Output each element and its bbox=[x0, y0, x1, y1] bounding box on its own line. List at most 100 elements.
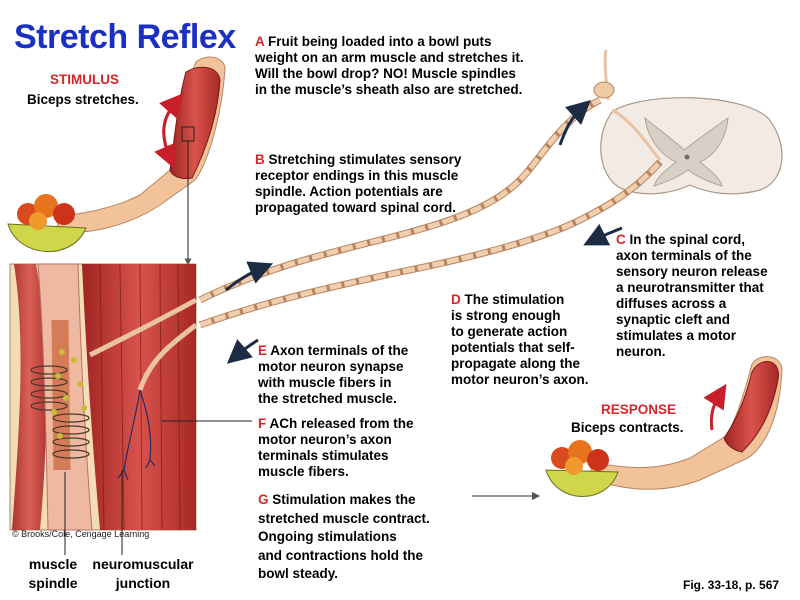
step-a-line: weight on an arm muscle and stretches it… bbox=[255, 50, 524, 66]
step-e-text: Axon terminals of the bbox=[270, 343, 409, 358]
sensory-neuron-axon bbox=[198, 96, 602, 304]
neuromuscular-junction bbox=[117, 389, 156, 481]
step-f-text: muscle fibers. bbox=[258, 464, 349, 479]
step-e-letter: E bbox=[258, 343, 268, 358]
step-b-line: propagated toward spinal cord. bbox=[255, 200, 461, 216]
stimulus-stretch-arrow-icon bbox=[154, 92, 184, 170]
step-c-text: synaptic cleft and bbox=[616, 312, 731, 327]
fruit-bowl-response bbox=[545, 440, 619, 497]
step-c: C In the spinal cord,axon terminals of t… bbox=[616, 232, 768, 360]
step-d-text: potentials that self- bbox=[451, 340, 575, 355]
step-f-letter: F bbox=[258, 416, 267, 431]
muscle-spindle-label-line1: muscle bbox=[28, 556, 78, 572]
step-c-text: a neurotransmitter that bbox=[616, 280, 764, 295]
fruit-bowl-stimulus bbox=[7, 194, 87, 252]
step-a-line: in the muscle’s sheath also are stretche… bbox=[255, 82, 524, 98]
step-b-line: B Stretching stimulates sensory bbox=[255, 152, 461, 168]
step-e-line: with muscle fibers in bbox=[258, 375, 408, 391]
step-e-text: motor neuron synapse bbox=[258, 359, 404, 374]
spinal-cord-cross-section bbox=[600, 97, 783, 195]
step-f-text: terminals stimulates bbox=[258, 448, 389, 463]
step-d-line: D The stimulation bbox=[451, 292, 589, 308]
step-g-letter: G bbox=[258, 492, 269, 507]
response-arm bbox=[589, 356, 783, 490]
response-contract-arrow-icon bbox=[703, 383, 727, 431]
step-b-line: receptor endings in this muscle bbox=[255, 168, 461, 184]
step-c-line: a neurotransmitter that bbox=[616, 280, 768, 296]
step-e-line: E Axon terminals of the bbox=[258, 343, 408, 359]
step-a-text: weight on an arm muscle and stretches it… bbox=[255, 50, 524, 65]
step-a-text: Will the bowl drop? NO! Muscle spindles bbox=[255, 66, 516, 81]
step-g-line: stretched muscle contract. bbox=[258, 510, 430, 529]
muscle-spindle-label: muscle spindle bbox=[18, 555, 88, 593]
step-c-line: C In the spinal cord, bbox=[616, 232, 768, 248]
step-f-line: motor neuron’s axon bbox=[258, 432, 414, 448]
muscle-detail-panel bbox=[9, 263, 198, 531]
step-d-line: motor neuron’s axon. bbox=[451, 372, 589, 388]
stimulus-text: Biceps stretches. bbox=[27, 92, 139, 107]
step-g-text: stretched muscle contract. bbox=[258, 510, 430, 526]
step-f-line: terminals stimulates bbox=[258, 448, 414, 464]
step-f-line: F ACh released from the bbox=[258, 416, 414, 432]
step-d-line: to generate action bbox=[451, 324, 589, 340]
step-a-text: in the muscle’s sheath also are stretche… bbox=[255, 82, 523, 97]
step-f-line: muscle fibers. bbox=[258, 464, 414, 480]
step-b-line: spindle. Action potentials are bbox=[255, 184, 461, 200]
step-d-letter: D bbox=[451, 292, 461, 307]
step-e-text: the stretched muscle. bbox=[258, 391, 397, 406]
step-g-text: and contractions hold the bbox=[258, 547, 424, 563]
step-c-text: stimulates a motor bbox=[616, 328, 737, 343]
step-g-text: Stimulation makes the bbox=[272, 492, 416, 507]
step-e-text: with muscle fibers in bbox=[258, 375, 392, 390]
step-c-text: neuron. bbox=[616, 344, 666, 359]
step-c-line: neuron. bbox=[616, 344, 768, 360]
step-c-line: diffuses across a bbox=[616, 296, 768, 312]
step-d-text: to generate action bbox=[451, 324, 568, 339]
response-heading: RESPONSE bbox=[601, 402, 677, 417]
page-title: Stretch Reflex bbox=[14, 18, 236, 56]
step-d-line: propagate along the bbox=[451, 356, 589, 372]
dorsal-root-ganglion bbox=[593, 49, 662, 161]
neuromuscular-junction-label: neuromuscular junction bbox=[80, 555, 206, 593]
step-g-text: Ongoing stimulations bbox=[258, 529, 397, 544]
step-d-text: is strong enough bbox=[451, 308, 561, 323]
step-f-text: motor neuron’s axon bbox=[258, 432, 392, 447]
direction-arrows bbox=[225, 99, 623, 364]
step-e-line: motor neuron synapse bbox=[258, 359, 408, 375]
step-a-line: A Fruit being loaded into a bowl puts bbox=[255, 34, 524, 50]
step-d-line: potentials that self- bbox=[451, 340, 589, 356]
step-a-letter: A bbox=[255, 34, 265, 49]
response-text: Biceps contracts. bbox=[571, 420, 684, 435]
step-c-text: diffuses across a bbox=[616, 296, 727, 311]
figure-reference: Fig. 33-18, p. 567 bbox=[683, 578, 780, 592]
motor-neuron-axon bbox=[198, 159, 663, 329]
step-c-line: synaptic cleft and bbox=[616, 312, 768, 328]
step-c-text: axon terminals of the bbox=[616, 248, 752, 263]
step-b-text: propagated toward spinal cord. bbox=[255, 200, 457, 215]
step-d-text: The stimulation bbox=[464, 292, 565, 307]
step-c-letter: C bbox=[616, 232, 626, 247]
step-d-text: motor neuron’s axon. bbox=[451, 372, 589, 387]
step-c-line: stimulates a motor bbox=[616, 328, 768, 344]
step-c-line: sensory neuron release bbox=[616, 264, 768, 280]
neuromuscular-junction-label-line2: junction bbox=[115, 575, 171, 591]
step-g-line: and contractions hold the bbox=[258, 547, 430, 566]
step-g-line: G Stimulation makes the bbox=[258, 491, 430, 510]
step-c-text: sensory neuron release bbox=[616, 264, 768, 279]
stimulus-heading: STIMULUS bbox=[50, 72, 119, 87]
step-f-text: ACh released from the bbox=[269, 416, 414, 431]
neuromuscular-junction-label-line1: neuromuscular bbox=[92, 556, 194, 572]
step-g-line: Ongoing stimulations bbox=[258, 528, 430, 547]
step-a-text: Fruit being loaded into a bowl puts bbox=[268, 34, 492, 49]
step-b-text: receptor endings in this muscle bbox=[255, 168, 459, 183]
step-g-text: bowl steady. bbox=[258, 566, 339, 581]
muscle-spindle-label-line2: spindle bbox=[28, 575, 78, 591]
step-a-line: Will the bowl drop? NO! Muscle spindles bbox=[255, 66, 524, 82]
